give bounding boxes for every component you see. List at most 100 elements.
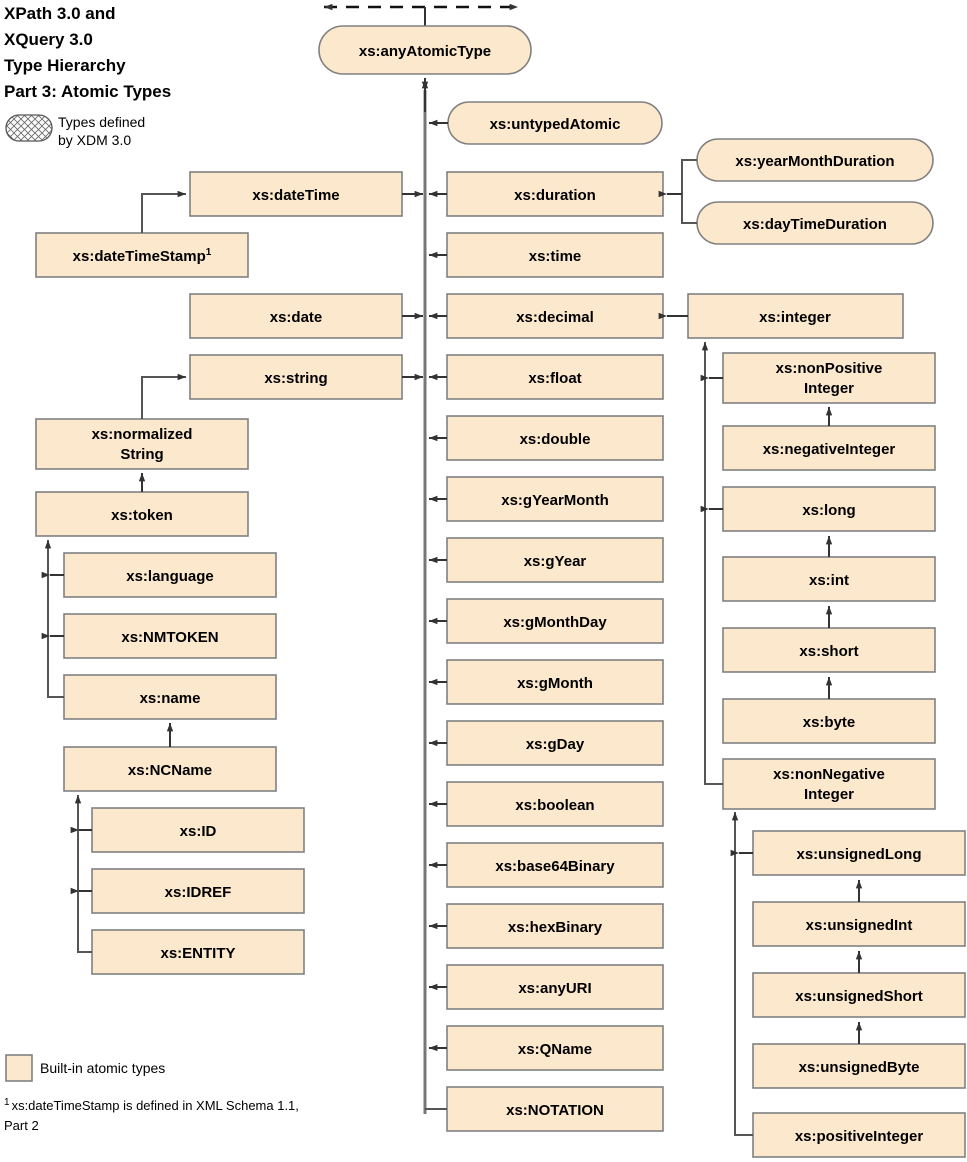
node-label: xs:base64Binary (495, 858, 615, 875)
legend-xdm-line-2: by XDM 3.0 (58, 132, 131, 148)
legend-xdm-line-1: Types defined (58, 114, 145, 130)
node-label: xs:yearMonthDuration (735, 153, 894, 170)
node-label: xs:QName (518, 1041, 592, 1058)
node-gYear[interactable]: xs:gYear (446, 537, 664, 583)
node-label: xs:time (529, 248, 582, 265)
node-unsignedShort[interactable]: xs:unsignedShort (752, 972, 966, 1018)
page-title: XPath 3.0 and XQuery 3.0 Type Hierarchy … (4, 4, 171, 101)
node-dayTimeDuration[interactable]: xs:dayTimeDuration (696, 201, 934, 245)
node-label: xs:gMonthDay (503, 614, 607, 631)
node-label-line-2: Integer (804, 380, 854, 397)
node-ID[interactable]: xs:ID (91, 807, 305, 853)
node-gYearMonth[interactable]: xs:gYearMonth (446, 476, 664, 522)
node-label: xs:gYear (524, 553, 587, 570)
node-hexBinary[interactable]: xs:hexBinary (446, 903, 664, 949)
legend-xdm: Types defined by XDM 3.0 (5, 114, 145, 148)
legend-builtin: Built-in atomic types (5, 1054, 165, 1082)
node-long[interactable]: xs:long (722, 486, 936, 532)
title-line-2: XQuery 3.0 (4, 30, 93, 49)
node-dateTime[interactable]: xs:dateTime (189, 171, 403, 217)
node-nonPositiveInteger[interactable]: xs:nonPositive Integer (722, 352, 936, 404)
node-time[interactable]: xs:time (446, 232, 664, 278)
edge-dateTimeStamp-dateTime (141, 190, 187, 233)
node-int[interactable]: xs:int (722, 556, 936, 602)
edge-bus-nonNegativeInteger-children (730, 811, 753, 1136)
node-decimal[interactable]: xs:decimal (446, 293, 664, 339)
node-label: xs:NOTATION (506, 1102, 604, 1119)
node-label-line-2: String (120, 446, 163, 463)
node-label: xs:name (140, 690, 201, 707)
node-normalizedString[interactable]: xs:normalized String (35, 418, 249, 470)
footnote-text-line-2: Part 2 (4, 1118, 39, 1133)
node-label: xs:gYearMonth (501, 492, 609, 509)
node-label: xs:unsignedInt (806, 917, 913, 934)
node-language[interactable]: xs:language (63, 552, 277, 598)
node-ENTITY[interactable]: xs:ENTITY (91, 929, 305, 975)
node-integer[interactable]: xs:integer (687, 293, 904, 339)
node-negativeInteger[interactable]: xs:negativeInteger (722, 425, 936, 471)
node-label-line-1: xs:nonPositive (776, 360, 883, 377)
node-label: xs:unsignedByte (799, 1059, 920, 1076)
title-line-4: Part 3: Atomic Types (4, 82, 171, 101)
node-label: xs:dateTimeStamp1 (73, 247, 212, 265)
node-boolean[interactable]: xs:boolean (446, 781, 664, 827)
hatched-swatch (5, 114, 53, 142)
node-unsignedLong[interactable]: xs:unsignedLong (752, 830, 966, 876)
node-label: xs:string (264, 370, 327, 387)
node-label: xs:dayTimeDuration (743, 216, 887, 233)
node-name[interactable]: xs:name (63, 674, 277, 720)
node-gMonth[interactable]: xs:gMonth (446, 659, 664, 705)
node-label: xs:NMTOKEN (121, 629, 218, 646)
node-untypedAtomic[interactable]: xs:untypedAtomic (447, 101, 663, 145)
node-duration[interactable]: xs:duration (446, 171, 664, 217)
node-date[interactable]: xs:date (189, 293, 403, 339)
node-unsignedByte[interactable]: xs:unsignedByte (752, 1043, 966, 1089)
edge-bus-ncname-children (70, 794, 92, 953)
node-QName[interactable]: xs:QName (446, 1025, 664, 1071)
node-nonNegativeInteger[interactable]: xs:nonNegative Integer (722, 758, 936, 810)
node-token[interactable]: xs:token (35, 491, 249, 537)
node-label: xs:unsignedLong (797, 846, 922, 863)
node-label: xs:duration (514, 187, 596, 204)
node-dateTimeStamp[interactable]: xs:dateTimeStamp1 (35, 232, 249, 278)
node-gDay[interactable]: xs:gDay (446, 720, 664, 766)
node-positiveInteger[interactable]: xs:positiveInteger (752, 1112, 966, 1158)
node-label-line-2: Integer (804, 786, 854, 803)
edge-bus-duration-children (658, 159, 697, 224)
builtin-swatch (5, 1054, 33, 1082)
edge-bus-token-children (41, 539, 64, 698)
node-label: xs:date (270, 309, 323, 326)
node-label: xs:boolean (515, 797, 594, 814)
node-base64Binary[interactable]: xs:base64Binary (446, 842, 664, 888)
node-label: xs:hexBinary (508, 919, 603, 936)
title-line-1: XPath 3.0 and (4, 4, 115, 23)
node-float[interactable]: xs:float (446, 354, 664, 400)
node-NMTOKEN[interactable]: xs:NMTOKEN (63, 613, 277, 659)
node-label: xs:untypedAtomic (490, 116, 621, 133)
node-string[interactable]: xs:string (189, 354, 403, 400)
node-NOTATION[interactable]: xs:NOTATION (446, 1086, 664, 1132)
node-unsignedInt[interactable]: xs:unsignedInt (752, 901, 966, 947)
node-anyURI[interactable]: xs:anyURI (446, 964, 664, 1010)
node-double[interactable]: xs:double (446, 415, 664, 461)
node-yearMonthDuration[interactable]: xs:yearMonthDuration (696, 138, 934, 182)
title-line-3: Type Hierarchy (4, 56, 126, 75)
node-anyAtomicType[interactable]: xs:anyAtomicType (318, 25, 532, 75)
node-label: xs:ID (180, 823, 217, 840)
node-label: xs:gDay (526, 736, 585, 753)
node-label: xs:int (809, 572, 849, 589)
dashed-top-connector (323, 3, 519, 26)
node-label: xs:long (802, 502, 855, 519)
node-label: xs:anyURI (518, 980, 591, 997)
node-label: xs:byte (803, 714, 856, 731)
node-gMonthDay[interactable]: xs:gMonthDay (446, 598, 664, 644)
edge-bus-integer-children (700, 341, 723, 785)
node-byte[interactable]: xs:byte (722, 698, 936, 744)
node-NCName[interactable]: xs:NCName (63, 746, 277, 792)
node-label-line-1: xs:normalized (92, 426, 193, 443)
node-short[interactable]: xs:short (722, 627, 936, 673)
node-label: xs:gMonth (517, 675, 593, 692)
node-IDREF[interactable]: xs:IDREF (91, 868, 305, 914)
node-label: xs:unsignedShort (795, 988, 923, 1005)
